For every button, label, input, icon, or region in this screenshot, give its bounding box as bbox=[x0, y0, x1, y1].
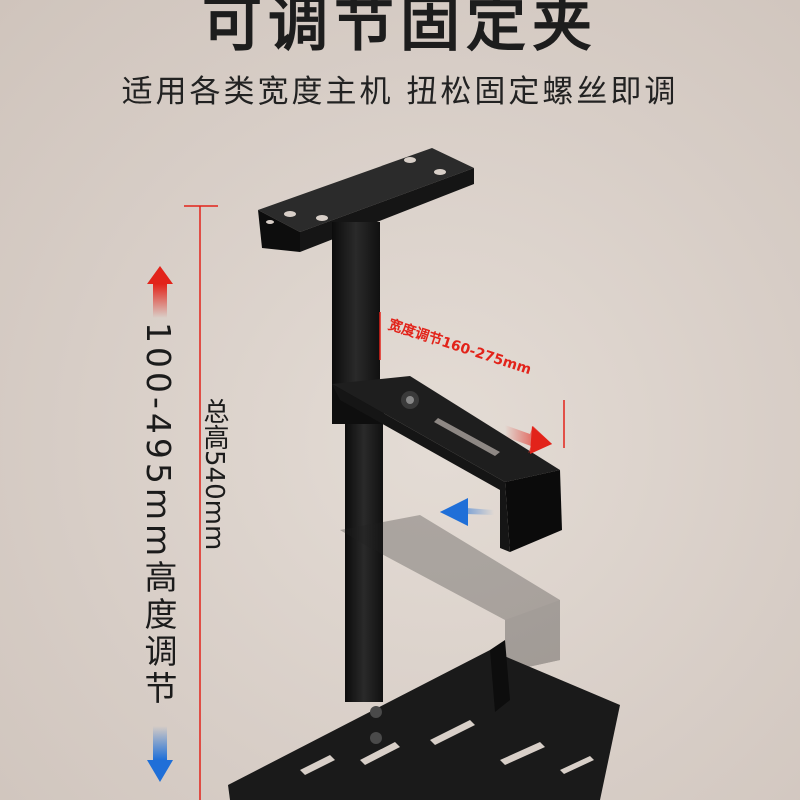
width-adjust-bracket bbox=[332, 376, 562, 552]
height-adjust-label: 100-495mm高度调节 bbox=[139, 322, 178, 709]
arrow-up-icon bbox=[147, 266, 173, 318]
arrow-right-icon bbox=[505, 425, 552, 454]
arrow-down-icon bbox=[147, 726, 173, 782]
width-dimension-line bbox=[379, 312, 565, 448]
page-subtitle: 适用各类宽度主机 扭松固定螺丝即调 bbox=[121, 74, 679, 110]
page-title: 可调节固定夹 bbox=[202, 0, 598, 60]
total-height-label: 总高540mm bbox=[199, 398, 229, 551]
base-tray bbox=[228, 640, 620, 800]
vertical-post bbox=[332, 222, 384, 702]
total-height-line bbox=[184, 205, 218, 800]
bracket-reflection bbox=[340, 515, 560, 672]
arrow-left-icon bbox=[440, 498, 494, 526]
